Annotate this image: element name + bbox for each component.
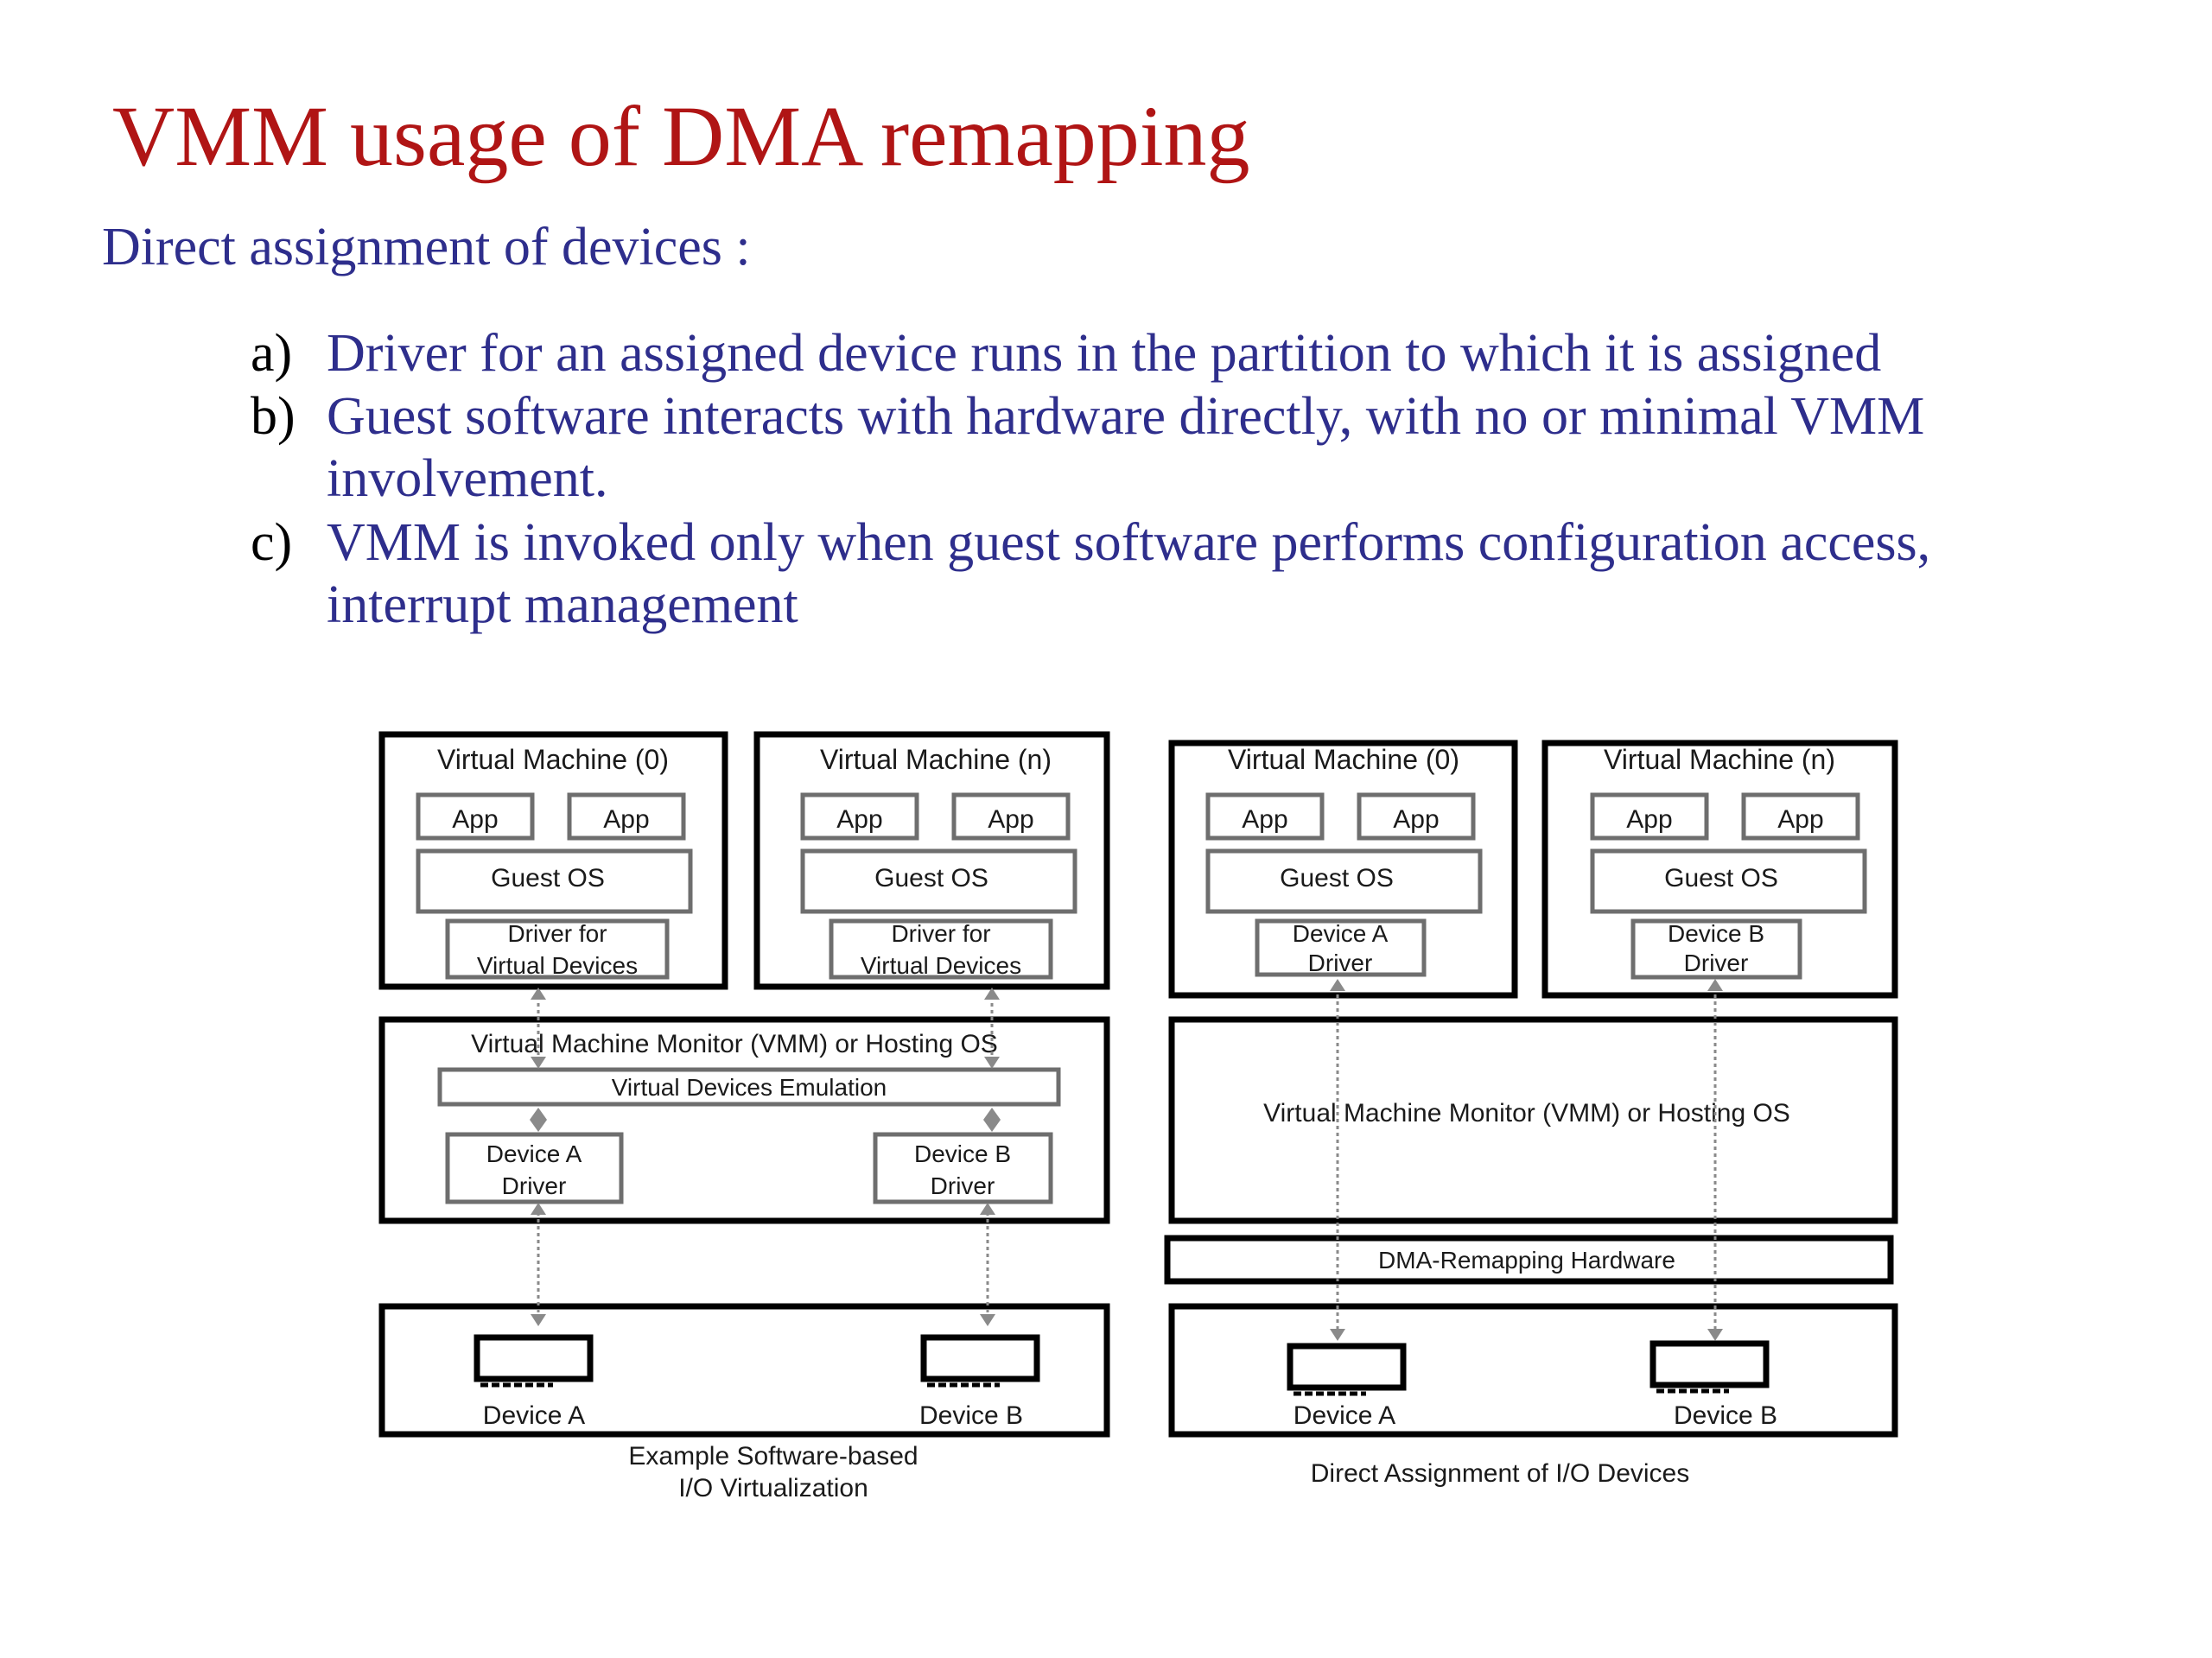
slide-subtitle: Direct assignment of devices : [102, 218, 751, 276]
driver-label: Device A [486, 1140, 582, 1167]
app-box [1205, 792, 1325, 841]
left-caption-line2: I/O Virtualization [678, 1474, 868, 1502]
left-diagram: Virtual Machine (0) App App Guest OS Dri… [378, 731, 1110, 1502]
app-label: App [836, 805, 882, 834]
app-label: App [988, 805, 1033, 834]
guest-os-box [416, 848, 693, 914]
app-label: App [1242, 805, 1287, 834]
driver-label: Driver [1308, 950, 1373, 976]
right-caption: Direct Assignment of I/O Devices [1311, 1459, 1690, 1488]
guest-os-box [1590, 848, 1867, 914]
app-box [800, 792, 919, 841]
slide-title: VMM usage of DMA remapping [112, 88, 1250, 184]
guest-os-label: Guest OS [874, 864, 988, 893]
app-box [951, 792, 1071, 841]
device-a-driver-box [445, 1132, 624, 1204]
guest-os-label: Guest OS [1280, 864, 1394, 893]
device-a-icon [1287, 1343, 1407, 1396]
guest-os-label: Guest OS [1664, 864, 1778, 893]
app-label: App [452, 805, 498, 834]
bullet-text-cont: involvement. [327, 449, 608, 508]
bullet-text: Driver for an assigned device runs in th… [327, 324, 1882, 383]
vm-title: Virtual Machine (0) [1228, 744, 1459, 775]
driver-label: Device B [914, 1140, 1011, 1167]
right-arrows [1330, 979, 1723, 1341]
dma-label: DMA-Remapping Hardware [1378, 1247, 1675, 1274]
vm-title: Virtual Machine (n) [820, 744, 1052, 775]
device-b-driver-box [873, 1132, 1053, 1204]
virtual-driver-box [829, 918, 1053, 980]
emulation-label: Virtual Devices Emulation [612, 1074, 887, 1101]
device-label: Device B [919, 1401, 1023, 1430]
app-label: App [603, 805, 649, 834]
app-box [1590, 792, 1709, 841]
vmm-title: Virtual Machine Monitor (VMM) or Hosting… [471, 1030, 998, 1058]
bullet-text: VMM is invoked only when guest software … [327, 513, 1931, 572]
left-arrows [530, 988, 1001, 1326]
guest-os-label: Guest OS [491, 864, 605, 893]
right-diagram: Virtual Machine (0) App App Guest OS Dev… [1164, 740, 1898, 1488]
vm-title: Virtual Machine (n) [1604, 744, 1835, 775]
driver-label: Device A [1293, 920, 1389, 947]
device-label: Device A [1294, 1401, 1395, 1430]
app-box [416, 792, 535, 841]
right-vm0-box: Virtual Machine (0) App App Guest OS Dev… [1168, 740, 1518, 999]
left-vmm-box: Virtual Machine Monitor (VMM) or Hosting… [378, 1016, 1110, 1224]
driver-label: Driver [1684, 950, 1749, 976]
right-hardware-box: Device A Device B [1168, 1303, 1898, 1438]
device-a-driver-box [1255, 918, 1427, 977]
device-b-driver-box [1630, 918, 1802, 980]
driver-label: Driver for [507, 920, 607, 947]
right-vmm-box: Virtual Machine Monitor (VMM) or Hosting… [1168, 1016, 1898, 1224]
driver-label: Virtual Devices [477, 952, 638, 979]
emulation-box [437, 1067, 1061, 1107]
app-label: App [1393, 805, 1439, 834]
bullet-marker: b) [251, 387, 296, 446]
app-label: App [1626, 805, 1672, 834]
app-box [1741, 792, 1860, 841]
driver-label: Device B [1668, 920, 1764, 947]
left-vmn-box: Virtual Machine (n) App App Guest OS Dri… [753, 731, 1110, 990]
guest-os-box [1205, 848, 1483, 914]
dma-remapping-box: DMA-Remapping Hardware [1164, 1235, 1894, 1285]
driver-label: Driver [502, 1172, 567, 1199]
vmm-title: Virtual Machine Monitor (VMM) or Hosting… [1263, 1099, 1790, 1128]
virtual-driver-box [445, 918, 670, 980]
left-caption-line1: Example Software-based [628, 1442, 918, 1471]
app-box [1357, 792, 1476, 841]
vm-title: Virtual Machine (0) [437, 744, 669, 775]
app-label: App [1777, 805, 1823, 834]
bullet-marker: c) [251, 513, 293, 572]
device-b-icon [1649, 1340, 1770, 1394]
right-vmn-box: Virtual Machine (n) App App Guest OS Dev… [1541, 740, 1898, 999]
bullet-marker: a) [251, 324, 293, 383]
device-label: Device B [1674, 1401, 1777, 1430]
driver-label: Driver for [891, 920, 990, 947]
bullet-text-cont: interrupt management [327, 575, 798, 634]
guest-os-box [800, 848, 1077, 914]
app-box [567, 792, 686, 841]
driver-label: Virtual Devices [861, 952, 1021, 979]
device-b-icon [920, 1334, 1040, 1388]
driver-label: Driver [931, 1172, 995, 1199]
left-hardware-box: Device A Device B [378, 1303, 1110, 1438]
left-vm0-box: Virtual Machine (0) App App Guest OS Dri… [378, 731, 728, 990]
device-label: Device A [483, 1401, 585, 1430]
bullet-text: Guest software interacts with hardware d… [327, 387, 1925, 446]
device-a-icon [474, 1334, 594, 1388]
